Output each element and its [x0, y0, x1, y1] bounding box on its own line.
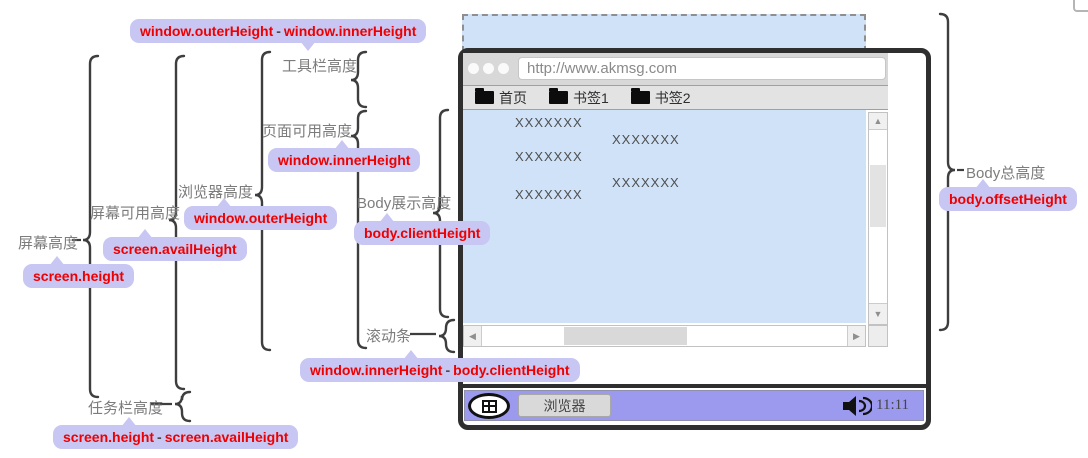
content-text: XXXXXXX — [515, 149, 583, 164]
body-overflow-dashed-box — [462, 14, 866, 52]
badge-pointer — [121, 409, 137, 427]
label-taskbar-height: 任务栏高度 — [88, 400, 164, 417]
badge-pointer — [334, 132, 350, 150]
label-body-total: Body总高度 — [966, 165, 1046, 182]
taskbar-height-brace — [174, 390, 192, 423]
scrollbar-corner — [868, 325, 888, 347]
badge-outer-height: window.outerHeight — [184, 198, 338, 230]
badge-pointer — [137, 221, 153, 239]
label-screen-height: 屏幕高度 — [18, 235, 79, 252]
folder-icon — [549, 88, 568, 104]
badge-screen-height: screen.height — [23, 256, 135, 288]
window-dot-icon[interactable] — [468, 63, 479, 74]
badge-pointer — [216, 190, 232, 208]
taskbar-divider — [458, 384, 931, 388]
badge-client-height: body.clientHeight — [354, 213, 491, 245]
badge-offset-height: body.offsetHeight — [939, 179, 1077, 211]
start-button[interactable] — [468, 393, 510, 419]
badge-pointer — [49, 248, 65, 266]
offset-height-brace — [938, 12, 956, 332]
client-height-brace — [432, 108, 450, 319]
badge-toolbar-height: window.outerHeight-window.innerHeight — [130, 19, 427, 51]
bookmark-home[interactable]: 首页 — [475, 88, 527, 108]
scroll-left-button[interactable]: ◀ — [464, 326, 482, 346]
bookmark-label: 首页 — [499, 89, 527, 106]
badge-pointer — [975, 171, 991, 189]
page-body-content — [463, 110, 866, 323]
screen-height-brace — [82, 54, 100, 399]
folder-icon — [475, 88, 494, 104]
bookmark-1[interactable]: 书签1 — [549, 88, 609, 108]
badge-taskbar-height: screen.height-screen.availHeight — [53, 417, 299, 449]
content-text: XXXXXXX — [612, 175, 680, 190]
folder-icon — [630, 88, 650, 104]
content-text: XXXXXXX — [612, 132, 680, 147]
scrollbar-brace — [438, 318, 456, 354]
label-page-avail: 页面可用高度 — [262, 123, 353, 140]
bookmark-label: 书签2 — [654, 89, 691, 106]
label-browser-height: 浏览器高度 — [178, 184, 254, 201]
url-input[interactable]: http://www.akmsg.com — [518, 57, 886, 80]
badge-pointer — [379, 205, 395, 223]
badge-pointer — [300, 41, 316, 59]
label-toolbar-height: 工具栏高度 — [282, 58, 358, 75]
window-dot-icon[interactable] — [498, 63, 509, 74]
badge-inner-height: window.innerHeight — [268, 140, 421, 172]
bookmarks-bar: 首页 书签1 书签2 — [463, 85, 888, 110]
label-body-display: Body展示高度 — [357, 195, 452, 212]
label-screen-avail: 屏幕可用高度 — [90, 205, 181, 222]
horizontal-scroll-thumb[interactable] — [564, 327, 687, 345]
speaker-icon[interactable] — [842, 395, 872, 417]
badge-scrollbar-height: window.innerHeight-body.clientHeight — [300, 350, 580, 382]
window-grid-icon — [481, 399, 497, 413]
taskbar-clock: 11:11 — [876, 397, 910, 413]
vertical-scroll-thumb[interactable] — [870, 165, 886, 227]
scroll-down-button[interactable]: ▼ — [869, 303, 887, 324]
content-text: XXXXXXX — [515, 115, 583, 130]
bookmark-2[interactable]: 书签2 — [630, 88, 691, 108]
scroll-up-button[interactable]: ▲ — [869, 113, 887, 130]
taskbar-app-button[interactable]: 浏览器 — [518, 394, 611, 417]
scroll-right-button[interactable]: ▶ — [847, 326, 865, 346]
bookmark-label: 书签1 — [573, 89, 609, 106]
cropped-ui-fragment — [1073, 0, 1088, 12]
badge-pointer — [403, 342, 419, 360]
outer-height-brace — [254, 50, 272, 352]
window-dot-icon[interactable] — [483, 63, 494, 74]
content-text: XXXXXXX — [515, 187, 583, 202]
badge-avail-height: screen.availHeight — [103, 229, 247, 261]
label-scrollbar: 滚动条 — [366, 328, 412, 345]
